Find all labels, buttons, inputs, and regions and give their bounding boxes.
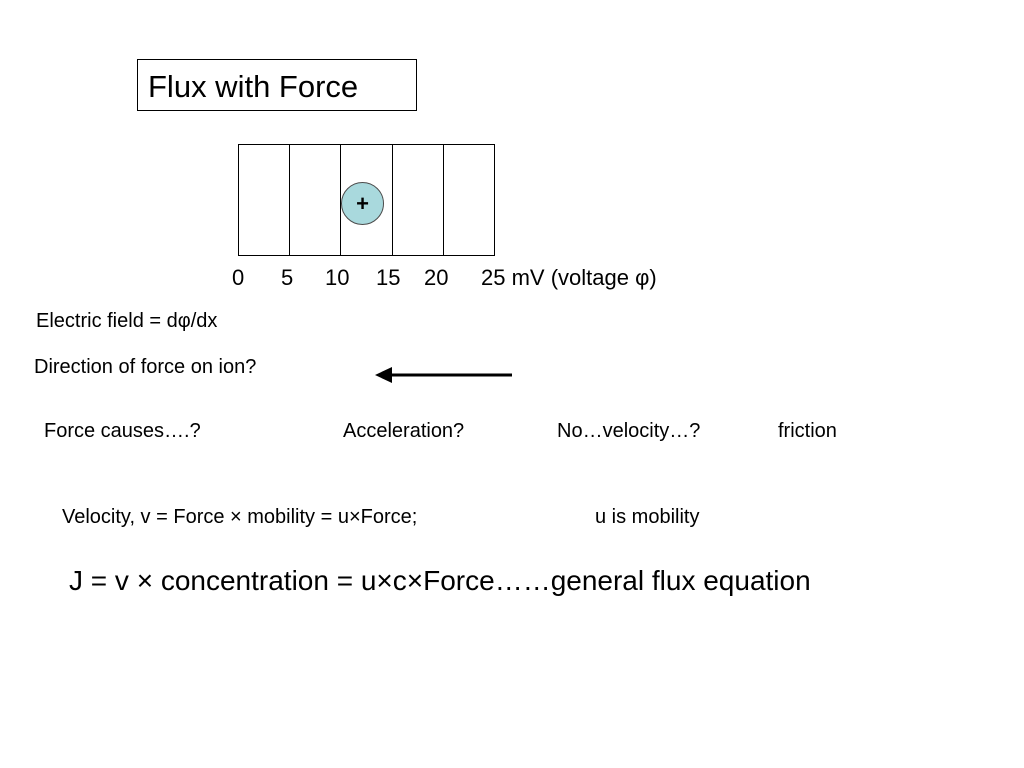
voltage-tick-5: 5 [281,265,294,290]
ion-charge-label: + [356,190,369,216]
acceleration-text: Acceleration? [343,420,465,442]
flux-equation-text: J = v × concentration = u×c×Force……gener… [69,565,811,596]
force-causes-text: Force causes….? [44,420,201,442]
compartment-cell [341,145,393,255]
compartment-cell [239,145,291,255]
compartment-diagram [238,144,495,256]
voltage-tick-0: 0 [232,265,245,290]
voltage-tick-15: 15 [376,265,401,290]
direction-question-text: Direction of force on ion? [34,356,257,378]
title-box: Flux with Force [137,59,417,111]
force-arrow-icon [375,367,512,383]
friction-text: friction [778,420,837,442]
compartment-cell [290,145,342,255]
positive-ion: + [341,182,384,225]
voltage-axis-label: 25 mV (voltage φ) [481,265,657,290]
mobility-note-text: u is mobility [595,506,700,528]
voltage-tick-10: 10 [325,265,350,290]
no-velocity-text: No…velocity…? [557,420,701,442]
velocity-formula-text: Velocity, v = Force × mobility = u×Force… [62,506,418,528]
slide-title: Flux with Force [148,69,359,104]
compartment-cell [393,145,444,255]
voltage-tick-20: 20 [424,265,449,290]
electric-field-text: Electric field = dφ/dx [36,310,218,332]
compartment-cell [444,145,494,255]
